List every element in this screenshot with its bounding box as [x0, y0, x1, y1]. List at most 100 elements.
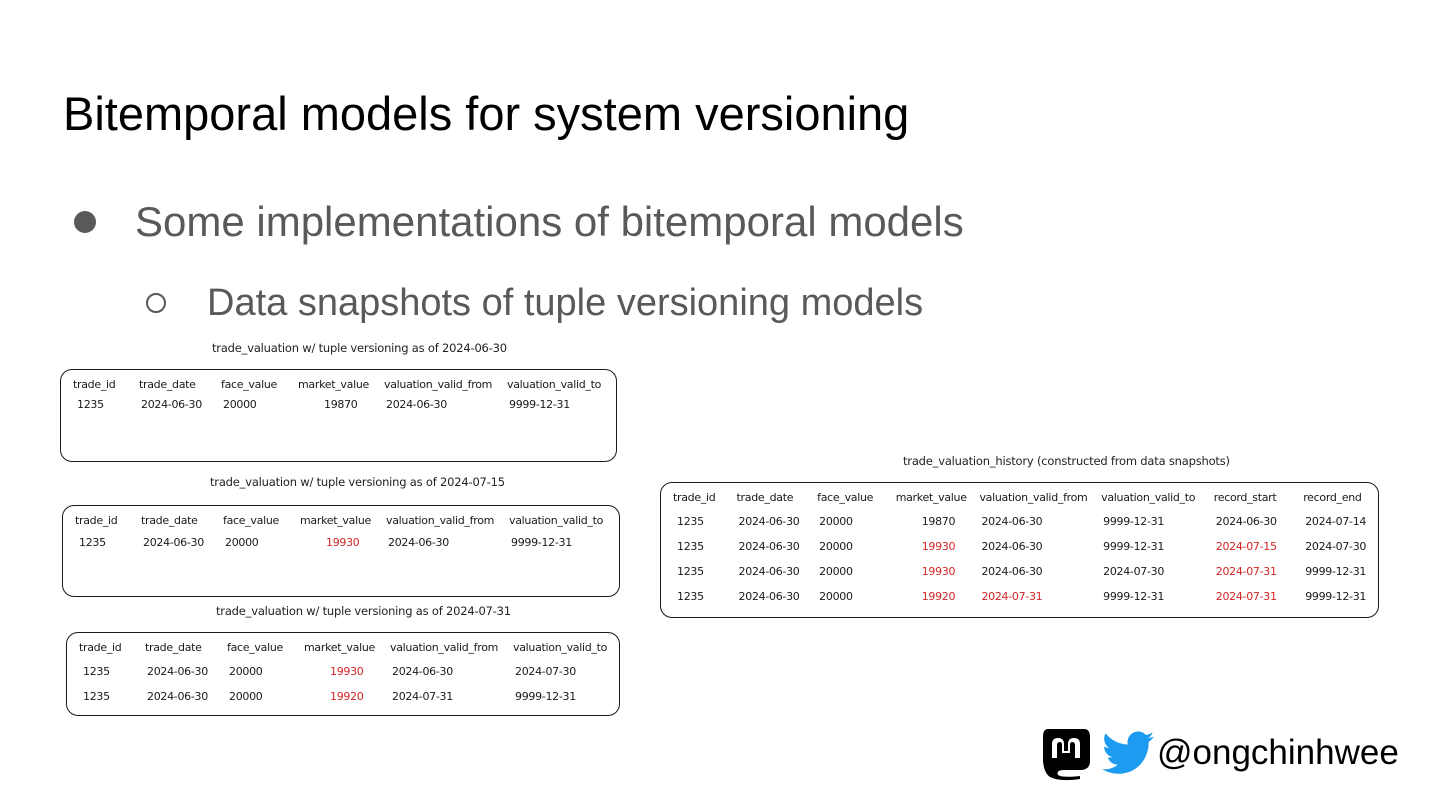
- table-cell: 1235: [83, 690, 110, 703]
- table-cell: 19930: [921, 540, 956, 553]
- table-cell: 19930: [330, 665, 364, 678]
- table-cell: 2024-06-30: [392, 665, 453, 678]
- column-header: trade_date: [141, 513, 198, 527]
- social-handle: @ongchinhwee: [1157, 733, 1399, 772]
- table-cell: 2024-06-30: [143, 535, 204, 549]
- table-cell: 9999-12-31: [515, 690, 576, 703]
- table-row: 1235 2024-06-30 20000 19930 2024-06-30 2024-0…: [79, 659, 608, 684]
- table-cell: 2024-06-30: [147, 665, 208, 678]
- table-cell: 2024-07-30: [1103, 565, 1165, 578]
- table-cell: 2024-06-30: [981, 515, 1043, 528]
- twitter-bird-icon: [1102, 731, 1154, 774]
- table-cell: 20000: [819, 565, 853, 578]
- table-cell: 2024-06-30: [386, 398, 447, 411]
- column-header: valuation_valid_from: [386, 513, 495, 527]
- table-caption: trade_valuation_history (constructed fro…: [903, 454, 1230, 468]
- column-header: market_value: [895, 490, 967, 504]
- table-cell: 2024-07-31: [392, 690, 453, 703]
- column-header: trade_date: [139, 377, 196, 391]
- table-cell: 20000: [229, 690, 263, 703]
- table-cell: 19920: [330, 690, 364, 703]
- table-caption: trade_valuation w/ tuple versioning as o…: [210, 475, 505, 489]
- table-cell: 2024-07-14: [1305, 515, 1367, 528]
- bullet-ring-icon: [146, 293, 166, 313]
- table-cell: 2024-06-30: [738, 540, 800, 553]
- column-header: trade_id: [673, 490, 716, 504]
- table-cell: 20000: [819, 590, 853, 603]
- column-header: valuation_valid_to: [507, 377, 602, 391]
- bullet-level-1-text: Some implementations of bitemporal model…: [135, 198, 964, 245]
- table-cell: 2024-07-31: [981, 590, 1043, 603]
- table-caption: trade_valuation w/ tuple versioning as o…: [216, 604, 511, 618]
- table-cell: 9999-12-31: [1305, 590, 1367, 603]
- bullet-level-1: Some implementations of bitemporal model…: [74, 197, 964, 247]
- column-header: record_start: [1213, 490, 1277, 504]
- bullet-level-2: Data snapshots of tuple versioning model…: [146, 280, 923, 326]
- table-cell: 2024-06-30: [147, 690, 208, 703]
- table-cell: 1235: [677, 515, 704, 528]
- table-cell: 2024-07-15: [1215, 540, 1277, 553]
- bullet-dot-icon: [74, 211, 96, 233]
- history-table: trade_id trade_date face_value market_value…: [660, 482, 1379, 618]
- table-cell: 1235: [83, 665, 110, 678]
- table-cell: 1235: [677, 540, 704, 553]
- table-cell: 2024-06-30: [981, 565, 1043, 578]
- table-cell: 9999-12-31: [1103, 515, 1165, 528]
- table-cell: 19870: [324, 398, 358, 411]
- table-cell: 2024-07-31: [1215, 565, 1277, 578]
- table-cell: 2024-07-30: [1305, 540, 1367, 553]
- table-cell: 1235: [79, 535, 106, 549]
- column-header: face_value: [817, 490, 874, 504]
- table-cell: 19920: [921, 590, 956, 603]
- column-header: trade_id: [73, 377, 116, 391]
- column-header: record_end: [1303, 490, 1362, 504]
- table-cell: 2024-06-30: [1215, 515, 1277, 528]
- table-header-row: trade_id trade_date face_value market_value…: [673, 485, 1378, 509]
- column-header: market_value: [298, 377, 369, 391]
- table-caption: trade_valuation w/ tuple versioning as o…: [212, 341, 507, 355]
- table-cell: 9999-12-31: [1103, 540, 1165, 553]
- table-cell: 2024-07-31: [1215, 590, 1277, 603]
- table-cell: 19930: [326, 535, 360, 549]
- table-cell: 2024-06-30: [738, 590, 800, 603]
- table-cell: 2024-06-30: [738, 565, 800, 578]
- table-cell: 1235: [677, 565, 704, 578]
- table-cell: 1235: [677, 590, 704, 603]
- column-header: trade_date: [736, 490, 794, 504]
- table-cell: 20000: [819, 540, 853, 553]
- column-header: trade_date: [145, 640, 202, 654]
- table-cell: 19870: [921, 515, 956, 528]
- column-header: trade_id: [75, 513, 118, 527]
- table-row: 1235 2024-06-30 20000 19920 2024-07-31 9999-1…: [79, 684, 608, 709]
- table-row: 1235 2024-06-30 20000 19920 2024-07-31 9999-1…: [673, 584, 1378, 609]
- table-cell: 20000: [819, 515, 853, 528]
- table-cell: 2024-06-30: [738, 515, 800, 528]
- column-header: valuation_valid_from: [979, 490, 1088, 504]
- slide-title: Bitemporal models for system versioning: [63, 87, 910, 140]
- data-table: trade_id trade_date face_value market_value…: [673, 485, 1378, 609]
- table-cell: 20000: [229, 665, 263, 678]
- social-footer: @ongchinhwee: [1040, 724, 1399, 782]
- column-header: trade_id: [79, 640, 122, 654]
- table-row: 1235 2024-06-30 20000 19870 2024-06-30 9999-1…: [673, 509, 1378, 534]
- table-cell: 1235: [77, 398, 104, 411]
- column-header: valuation_valid_from: [390, 640, 499, 654]
- column-header: face_value: [227, 640, 283, 654]
- table-cell: 2024-07-30: [515, 665, 576, 678]
- table-cell: 9999-12-31: [509, 398, 570, 411]
- table-cell: 9999-12-31: [511, 535, 572, 549]
- column-header: valuation_valid_to: [1101, 490, 1196, 504]
- table-cell: 2024-06-30: [141, 398, 202, 411]
- column-header: valuation_valid_to: [509, 513, 604, 527]
